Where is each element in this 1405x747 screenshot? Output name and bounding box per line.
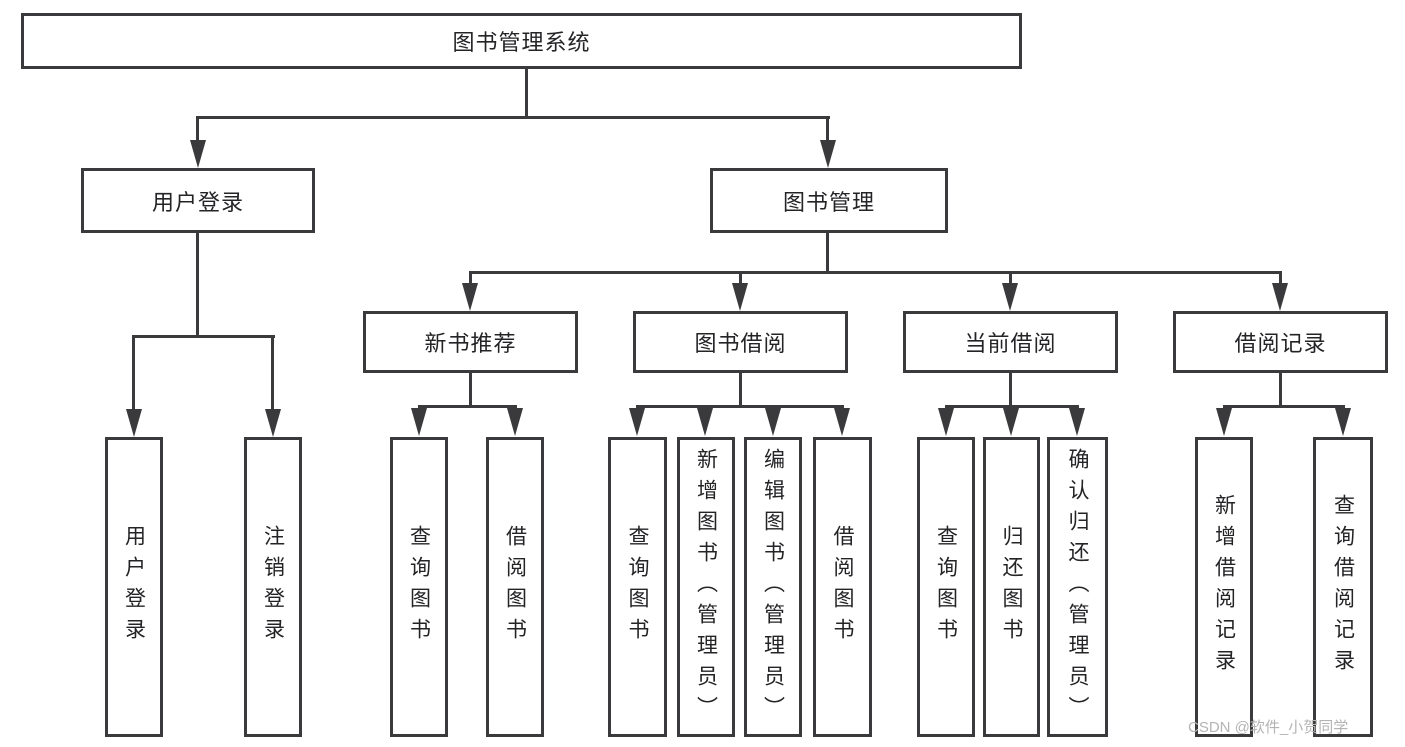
connector-line	[1279, 271, 1282, 285]
leaf-return-books-label: 归还图书	[1000, 525, 1023, 649]
connector-line	[636, 405, 844, 408]
leaf-add-books-admin: 新增图书（管理员）	[677, 437, 735, 737]
leaf-query-borrow-record: 查询借阅记录	[1313, 437, 1373, 737]
leaf-query-books-1: 查询图书	[390, 437, 448, 737]
arrow-down-icon	[820, 140, 836, 168]
leaf-logout-label: 注销登录	[261, 525, 285, 649]
arrow-down-icon	[265, 409, 281, 437]
arrow-down-icon	[629, 408, 645, 436]
arrow-down-icon	[938, 408, 954, 436]
connector-line	[1223, 405, 1345, 408]
arrow-down-icon	[1003, 408, 1019, 436]
arrow-down-icon	[1272, 283, 1288, 311]
connector-line	[525, 69, 528, 117]
node-new-book-recommend: 新书推荐	[363, 311, 578, 373]
leaf-query-books-2: 查询图书	[608, 437, 667, 737]
leaf-confirm-return-admin-label: 确认归还（管理员）	[1066, 447, 1089, 727]
arrow-down-icon	[507, 408, 523, 436]
connector-line	[418, 405, 517, 408]
connector-line	[1009, 271, 1012, 285]
arrow-down-icon	[126, 409, 142, 437]
node-borrow-record: 借阅记录	[1173, 311, 1388, 373]
connector-line	[197, 116, 830, 119]
arrow-down-icon	[1069, 408, 1085, 436]
arrow-down-icon	[697, 408, 713, 436]
arrow-down-icon	[190, 140, 206, 168]
leaf-confirm-return-admin: 确认归还（管理员）	[1047, 437, 1108, 737]
connector-line	[739, 373, 742, 407]
leaf-add-borrow-record-label: 新增借阅记录	[1212, 494, 1236, 680]
connector-line	[271, 335, 274, 411]
node-root-label: 图书管理系统	[452, 30, 591, 55]
arrow-down-icon	[732, 283, 748, 311]
arrow-down-icon	[1002, 283, 1018, 311]
arrow-down-icon	[411, 408, 427, 436]
leaf-user-login-label: 用户登录	[122, 525, 146, 649]
leaf-logout: 注销登录	[244, 437, 302, 737]
node-user-login-label: 用户登录	[151, 189, 244, 215]
connector-line	[826, 116, 829, 143]
leaf-add-borrow-record: 新增借阅记录	[1195, 437, 1253, 737]
connector-line	[132, 335, 275, 338]
leaf-add-books-admin-label: 新增图书（管理员）	[694, 447, 718, 727]
node-book-borrow-label: 图书借阅	[694, 331, 787, 356]
connector-line	[1009, 373, 1012, 407]
arrow-down-icon	[1216, 408, 1232, 436]
arrow-down-icon	[834, 408, 850, 436]
node-book-management: 图书管理	[710, 168, 948, 233]
leaf-borrow-books-2-label: 借阅图书	[831, 525, 854, 649]
node-current-borrow-label: 当前借阅	[964, 331, 1057, 356]
leaf-user-login: 用户登录	[105, 437, 163, 737]
csdn-watermark: CSDN @软件_小贺同学	[1188, 719, 1349, 736]
connector-line	[196, 116, 199, 143]
arrow-down-icon	[1335, 408, 1351, 436]
node-root: 图书管理系统	[21, 13, 1022, 69]
node-book-management-label: 图书管理	[782, 189, 875, 215]
connector-line	[469, 271, 1282, 274]
leaf-query-books-2-label: 查询图书	[626, 525, 649, 649]
node-borrow-record-label: 借阅记录	[1234, 331, 1327, 356]
leaf-borrow-books-1-label: 借阅图书	[503, 525, 527, 649]
connector-line	[826, 233, 829, 273]
leaf-borrow-books-1: 借阅图书	[486, 437, 544, 737]
connector-line	[1279, 373, 1282, 407]
leaf-query-borrow-record-label: 查询借阅记录	[1331, 494, 1355, 680]
arrow-down-icon	[765, 408, 781, 436]
leaf-edit-books-admin: 编辑图书（管理员）	[744, 437, 802, 737]
connector-line	[469, 271, 472, 285]
node-user-login: 用户登录	[81, 168, 315, 233]
connector-line	[132, 335, 135, 411]
node-current-borrow: 当前借阅	[903, 311, 1118, 373]
leaf-return-books: 归还图书	[983, 437, 1040, 737]
leaf-query-books-3: 查询图书	[917, 437, 975, 737]
connector-line	[739, 271, 742, 285]
leaf-edit-books-admin-label: 编辑图书（管理员）	[761, 447, 785, 727]
leaf-borrow-books-2: 借阅图书	[813, 437, 872, 737]
connector-line	[945, 405, 1079, 408]
leaf-query-books-1-label: 查询图书	[407, 525, 431, 649]
arrow-down-icon	[462, 283, 478, 311]
leaf-query-books-3-label: 查询图书	[934, 525, 958, 649]
connector-line	[196, 233, 199, 336]
node-book-borrow: 图书借阅	[633, 311, 848, 373]
connector-line	[469, 373, 472, 407]
node-new-book-recommend-label: 新书推荐	[424, 331, 517, 356]
